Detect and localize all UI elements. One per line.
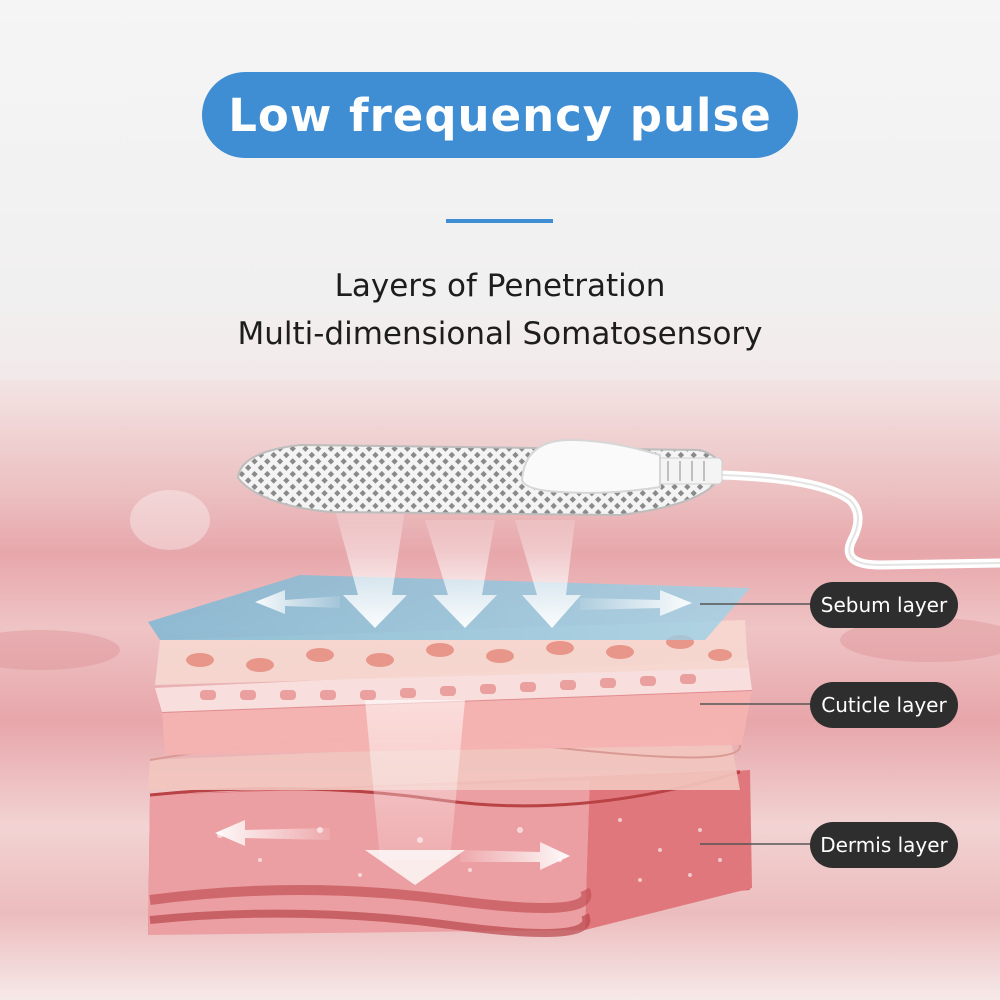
subtitle-line-1: Layers of Penetration <box>334 268 666 304</box>
sebum-layer-label-text: Sebum layer <box>820 593 948 617</box>
title-text: Low frequency pulse <box>228 88 772 142</box>
sebum-layer-label: Sebum layer <box>810 582 958 628</box>
background-skin-blobs <box>0 490 1000 670</box>
divider-line <box>446 219 553 223</box>
electrode-cable <box>520 438 1000 570</box>
penetration-beam <box>365 700 465 860</box>
horizontal-arrows <box>215 590 692 870</box>
dermis-block <box>148 770 752 937</box>
cuticle-layer-label-text: Cuticle layer <box>821 693 947 717</box>
dermis-layer-label-text: Dermis layer <box>820 833 948 857</box>
subtitle-line-2: Multi-dimensional Somatosensory <box>237 316 763 352</box>
title-banner: Low frequency pulse <box>202 72 798 158</box>
background-top <box>0 0 1000 420</box>
down-arrows <box>335 510 581 628</box>
dermis-layer-label: Dermis layer <box>810 822 958 868</box>
beam-arrow-head <box>365 850 465 885</box>
skin-layers-illustration <box>0 438 1000 937</box>
leader-lines <box>700 603 810 845</box>
cuticle-layer-label: Cuticle layer <box>810 682 958 728</box>
